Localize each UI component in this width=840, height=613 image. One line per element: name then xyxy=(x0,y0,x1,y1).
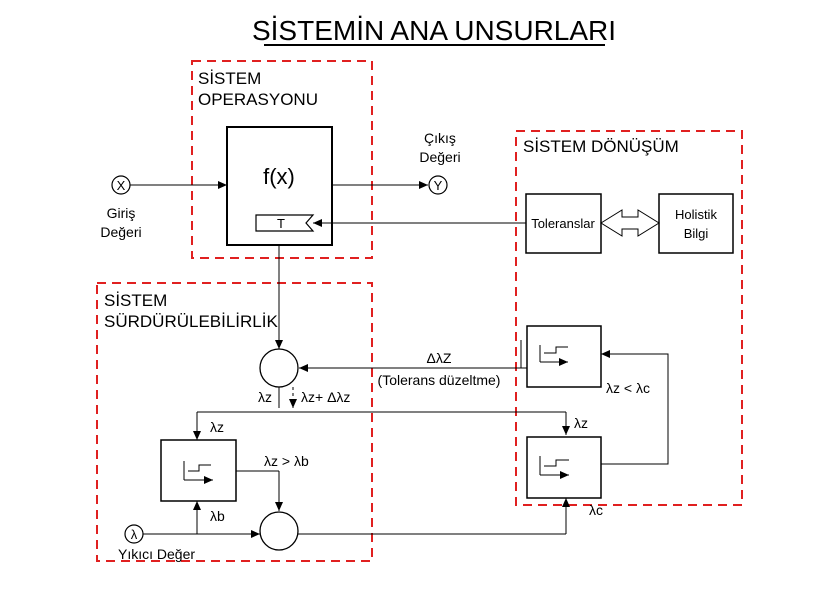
lambda-input-symbol: λ xyxy=(131,527,138,542)
output-label-line2: Değeri xyxy=(419,149,460,165)
input-x-symbol: X xyxy=(117,178,126,193)
sum-node-bottom xyxy=(259,511,299,551)
tolerances-label: Toleranslar xyxy=(531,216,595,231)
output-label-line1: Çıkış xyxy=(424,130,456,146)
lambda-b-label: λb xyxy=(210,508,225,524)
input-label-line1: Giriş xyxy=(107,205,136,221)
bidirectional-arrow xyxy=(600,209,660,237)
lambda-z-right-label: λz xyxy=(574,415,588,431)
lambda-z-label: λz xyxy=(258,389,272,405)
lambda-z-lt-c-feedback xyxy=(601,350,669,465)
upper-controller-block xyxy=(526,325,602,388)
holistic-block xyxy=(658,193,734,254)
input-label-line2: Değeri xyxy=(100,224,141,240)
region-operation-title-line2: OPERASYONU xyxy=(198,90,318,109)
lambda-z-plus-label: λz+ Δλz xyxy=(301,389,350,405)
delta-lambda-z-label: ΔλZ xyxy=(427,350,452,366)
holistic-label-line2: Bilgi xyxy=(684,226,709,241)
region-sustainability-border xyxy=(96,282,373,562)
region-transformation-border xyxy=(515,130,743,506)
sum-node-top xyxy=(259,348,299,388)
region-sustainability-title-line2: SÜRDÜRÜLEBİLİRLİK xyxy=(104,312,278,331)
lambda-z-left-label: λz xyxy=(210,419,224,435)
page-title: SİSTEMİN ANA UNSURLARI xyxy=(252,15,616,46)
lower-controller-icon xyxy=(539,456,569,479)
lambda-c-label: λc xyxy=(589,502,603,518)
destructive-value-label: Yıkıcı Değer xyxy=(118,546,195,562)
holistic-label-line1: Holistik xyxy=(675,207,717,222)
upper-controller-icon xyxy=(539,345,568,366)
t-tag-shape xyxy=(255,214,315,232)
region-operation-border xyxy=(191,60,373,259)
left-controller-icon xyxy=(183,461,213,484)
region-sustainability-title-line1: SİSTEM xyxy=(104,291,167,310)
output-y-symbol: Y xyxy=(434,178,443,193)
lower-controller-block xyxy=(526,436,602,499)
tolerance-adjust-label: (Tolerans düzeltme) xyxy=(378,372,501,388)
lambda-z-gt-b-label: λz > λb xyxy=(264,453,309,469)
function-label: f(x) xyxy=(263,164,295,189)
t-tag-label: T xyxy=(277,216,285,231)
region-transformation-title: SİSTEM DÖNÜŞÜM xyxy=(523,137,679,156)
region-operation-title-line1: SİSTEM xyxy=(198,69,261,88)
output-y-node xyxy=(428,175,448,195)
lambda-z-lt-c-label: λz < λc xyxy=(606,380,650,396)
